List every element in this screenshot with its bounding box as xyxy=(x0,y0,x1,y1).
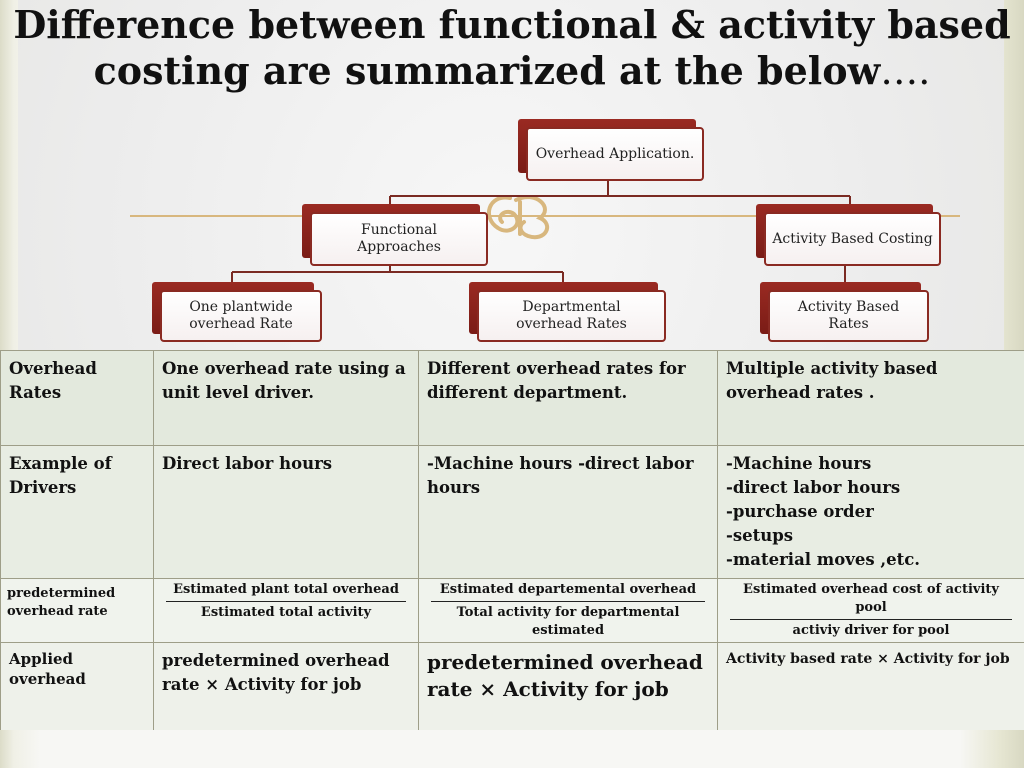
decorative-divider xyxy=(130,215,960,217)
ornament-icon xyxy=(487,195,550,240)
slide-title: Difference between functional & activity… xyxy=(0,2,1024,94)
fraction-numerator: Estimated plant total overhead xyxy=(166,581,406,602)
row-header-line: Applied xyxy=(9,650,74,668)
row-header-line: predetermined xyxy=(7,586,116,601)
table-row-overhead-rates: Overhead Rates One overhead rate using a… xyxy=(0,350,1024,446)
fraction-denominator: Total activity for departmental estimate… xyxy=(456,605,680,638)
node-box: Overhead Application. xyxy=(526,127,704,181)
table-row-drivers: Example of Drivers Direct labor hours -M… xyxy=(0,445,1024,579)
cell-line: -direct labor hours xyxy=(726,478,901,497)
cell-line: -Machine hours xyxy=(726,454,872,473)
cell-activity: Estimated overhead cost of activity pool… xyxy=(717,578,1024,643)
cell-departmental: -Machine hours -direct labor hours xyxy=(418,445,718,579)
row-header-line: Example of xyxy=(9,454,112,473)
cell-line: rate × Activity for job xyxy=(427,677,669,701)
row-header-line: overhead rate xyxy=(7,604,108,619)
node-label: Overhead Application. xyxy=(535,145,695,162)
node-label-line-1: Departmental xyxy=(522,299,621,315)
cell-line: Direct labor hours xyxy=(162,454,333,473)
cell-departmental: Estimated departemental overhead Total a… xyxy=(418,578,718,643)
node-label-line-1: Functional xyxy=(361,222,437,238)
fraction: Estimated plant total overhead Estimated… xyxy=(160,581,412,622)
cell-line: unit level driver. xyxy=(162,383,314,402)
node-label-line-1: One plantwide xyxy=(189,299,293,315)
cell-line: Activity based rate × Activity for job xyxy=(726,651,1010,667)
cell-line: overhead rates . xyxy=(726,383,875,402)
cell-line: predetermined overhead xyxy=(162,651,390,670)
row-header-line: Drivers xyxy=(9,478,77,497)
cell-plantwide: Direct labor hours xyxy=(153,445,419,579)
row-header-line: overhead xyxy=(9,670,86,688)
comparison-table: Overhead Rates One overhead rate using a… xyxy=(0,350,1024,750)
fraction-numerator: Estimated departemental overhead xyxy=(431,581,705,602)
diagram-connectors xyxy=(231,180,851,282)
title-line-2: costing are summarized at the below…. xyxy=(0,48,1024,94)
node-functional-approaches: Functional Approaches xyxy=(302,204,488,266)
cell-plantwide: One overhead rate using a unit level dri… xyxy=(153,350,419,446)
cell-line: Multiple activity based xyxy=(726,359,938,378)
node-activity-based-costing: Activity Based Costing xyxy=(756,204,941,266)
cell-line: -setups xyxy=(726,526,794,545)
fraction-denominator: activiy driver for pool xyxy=(792,623,950,638)
node-box: Activity Based Rates xyxy=(768,290,929,342)
title-line-2-text: costing are summarized at the below xyxy=(93,48,881,93)
node-box: Functional Approaches xyxy=(310,212,488,266)
fraction: Estimated overhead cost of activity pool… xyxy=(724,581,1018,640)
row-header: predetermined overhead rate xyxy=(0,578,154,643)
title-ellipsis: …. xyxy=(880,49,931,93)
fraction: Estimated departemental overhead Total a… xyxy=(425,581,711,640)
title-line-1: Difference between functional & activity… xyxy=(13,2,1011,47)
node-label: Activity Based Costing xyxy=(772,230,933,247)
node-label-line-2: overhead Rate xyxy=(189,316,293,332)
row-header-line: Overhead xyxy=(9,359,97,378)
cell-line: predetermined overhead xyxy=(427,650,703,674)
cell-activity: Multiple activity based overhead rates . xyxy=(717,350,1024,446)
cell-line: One overhead rate using a xyxy=(162,359,406,378)
row-header: Example of Drivers xyxy=(0,445,154,579)
node-label-line-2: overhead Rates xyxy=(516,316,627,332)
node-label: Activity Based Rates xyxy=(797,299,900,332)
slide-bottom-margin xyxy=(0,730,1024,768)
cell-line: hours xyxy=(427,478,480,497)
row-header-line: Rates xyxy=(9,383,62,402)
cell-line: -material moves ,etc. xyxy=(726,550,921,569)
row-header: Overhead Rates xyxy=(0,350,154,446)
cell-line: -Machine hours -direct labor xyxy=(427,454,694,473)
fraction-numerator: Estimated overhead cost of activity pool xyxy=(730,581,1012,620)
node-overhead-application: Overhead Application. xyxy=(518,119,704,181)
cell-line: Different overhead rates for xyxy=(427,359,686,378)
node-one-plantwide-rate: One plantwide overhead Rate xyxy=(152,282,322,342)
cell-line: rate × Activity for job xyxy=(162,675,362,694)
fraction-denominator: Estimated total activity xyxy=(200,605,372,620)
cell-activity: -Machine hours -direct labor hours -purc… xyxy=(717,445,1024,579)
cell-departmental: Different overhead rates for different d… xyxy=(418,350,718,446)
node-activity-based-rates: Activity Based Rates xyxy=(760,282,929,342)
cell-plantwide: Estimated plant total overhead Estimated… xyxy=(153,578,419,643)
node-box: Activity Based Costing xyxy=(764,212,941,266)
node-box: Departmental overhead Rates xyxy=(477,290,666,342)
node-label-line-2: Approaches xyxy=(357,239,441,255)
node-box: One plantwide overhead Rate xyxy=(160,290,322,342)
node-departmental-rates: Departmental overhead Rates xyxy=(469,282,666,342)
table-row-predetermined-rate: predetermined overhead rate Estimated pl… xyxy=(0,578,1024,643)
cell-line: -purchase order xyxy=(726,502,874,521)
cell-line: different department. xyxy=(427,383,628,402)
